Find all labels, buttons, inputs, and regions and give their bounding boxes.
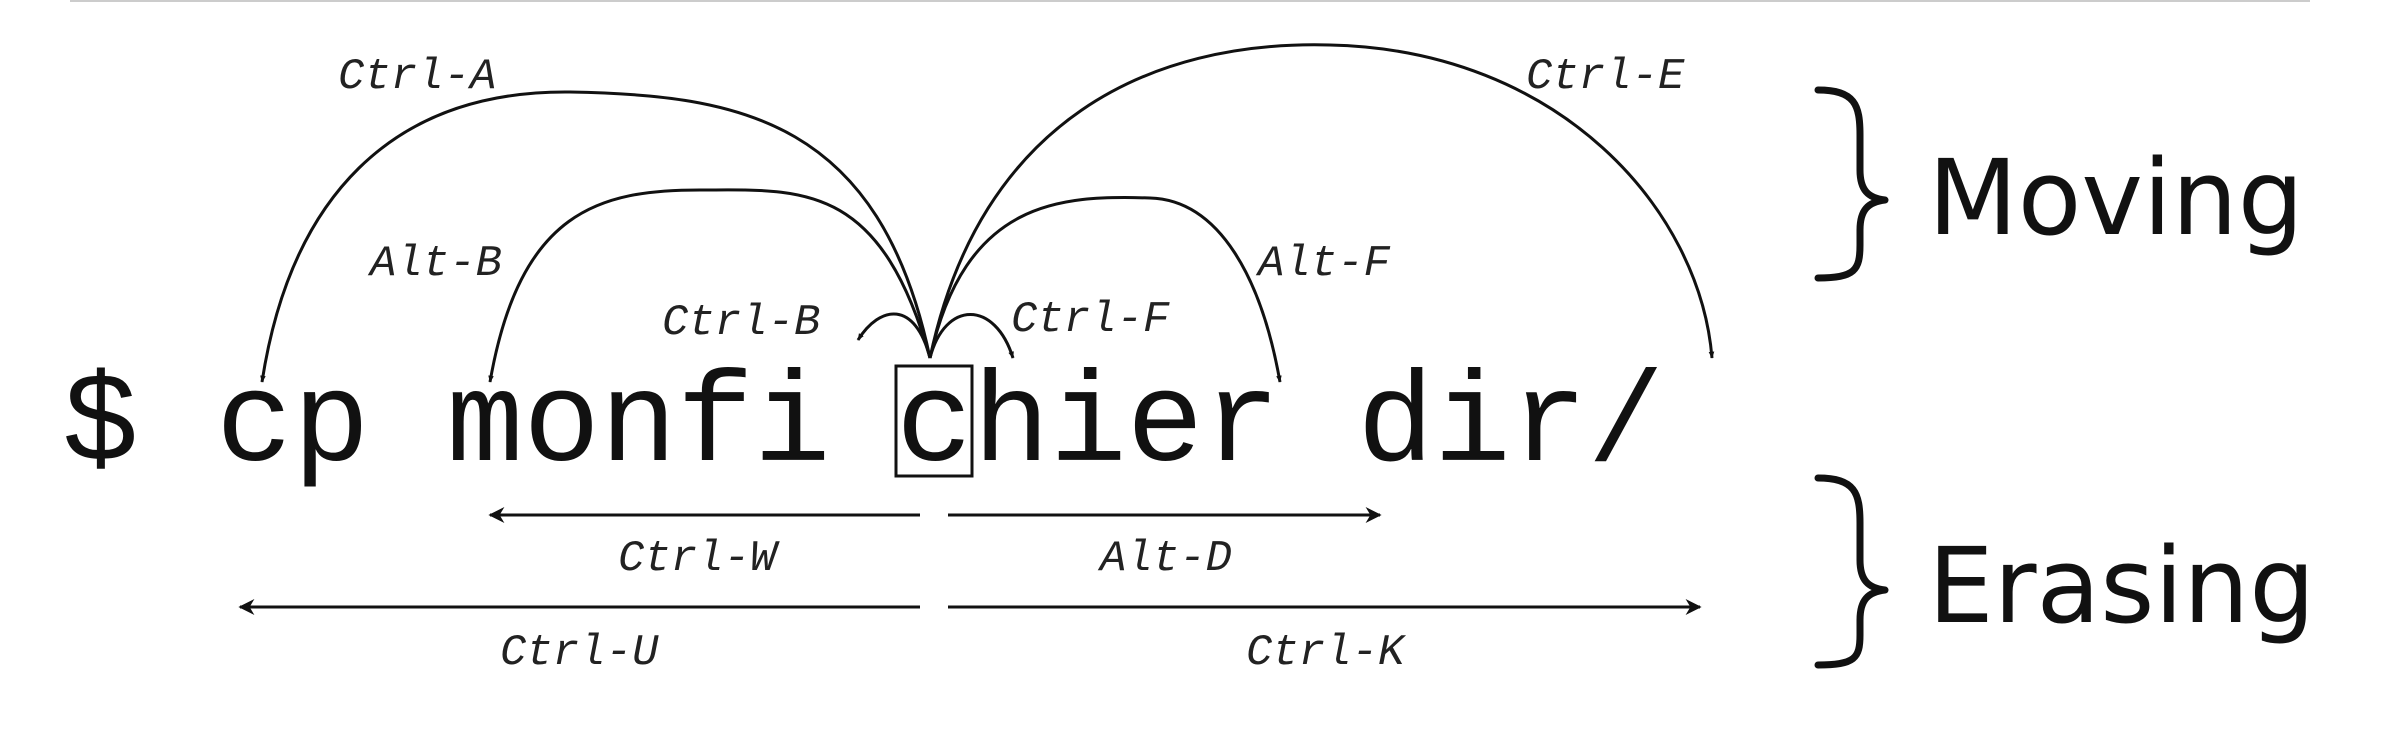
command-text-before-cursor: cp monfi (216, 354, 831, 499)
ctrl-b-arrow (856, 312, 932, 359)
cursor-character: c (896, 354, 973, 499)
ctrl-f-label: Ctrl-F (1011, 295, 1170, 345)
command-text-after-cursor: hier dir/ (973, 354, 1664, 499)
alt-f-arrow (928, 195, 1282, 383)
ctrl-a-label: Ctrl-A (338, 52, 496, 102)
ctrl-b-label: Ctrl-B (662, 298, 820, 348)
erasing-section: Erasing (1814, 474, 2315, 669)
erasing-key-labels: Ctrl-W Alt-D Ctrl-U Ctrl-K (500, 534, 1407, 678)
cursor-box (894, 364, 974, 478)
ctrl-w-label: Ctrl-W (618, 534, 780, 584)
alt-b-label: Alt-B (367, 239, 502, 289)
erasing-arrows (238, 507, 1702, 615)
alt-d-label: Alt-D (1097, 534, 1232, 584)
moving-brace (1814, 86, 1889, 282)
erasing-brace (1814, 474, 1889, 669)
ctrl-f-arrow (928, 313, 1015, 359)
alt-b-arrow (488, 188, 932, 383)
ctrl-k-label: Ctrl-K (1246, 628, 1407, 678)
moving-section: Moving (1814, 86, 2304, 282)
moving-key-labels: Ctrl-A Ctrl-E Alt-B Alt-F Ctrl-B Ctrl-F (338, 52, 1685, 348)
alt-f-label: Alt-F (1255, 239, 1391, 289)
moving-arrows (260, 43, 1715, 383)
command-line: $ cp monfi c hier dir/ (62, 354, 1664, 499)
ctrl-e-arrow (928, 43, 1715, 359)
ctrl-u-label: Ctrl-U (500, 628, 659, 678)
moving-label: Moving (1928, 137, 2304, 259)
shell-prompt: $ (62, 354, 139, 499)
ctrl-a-arrow (260, 90, 932, 383)
ctrl-e-label: Ctrl-E (1526, 52, 1685, 102)
erasing-label: Erasing (1928, 525, 2315, 647)
